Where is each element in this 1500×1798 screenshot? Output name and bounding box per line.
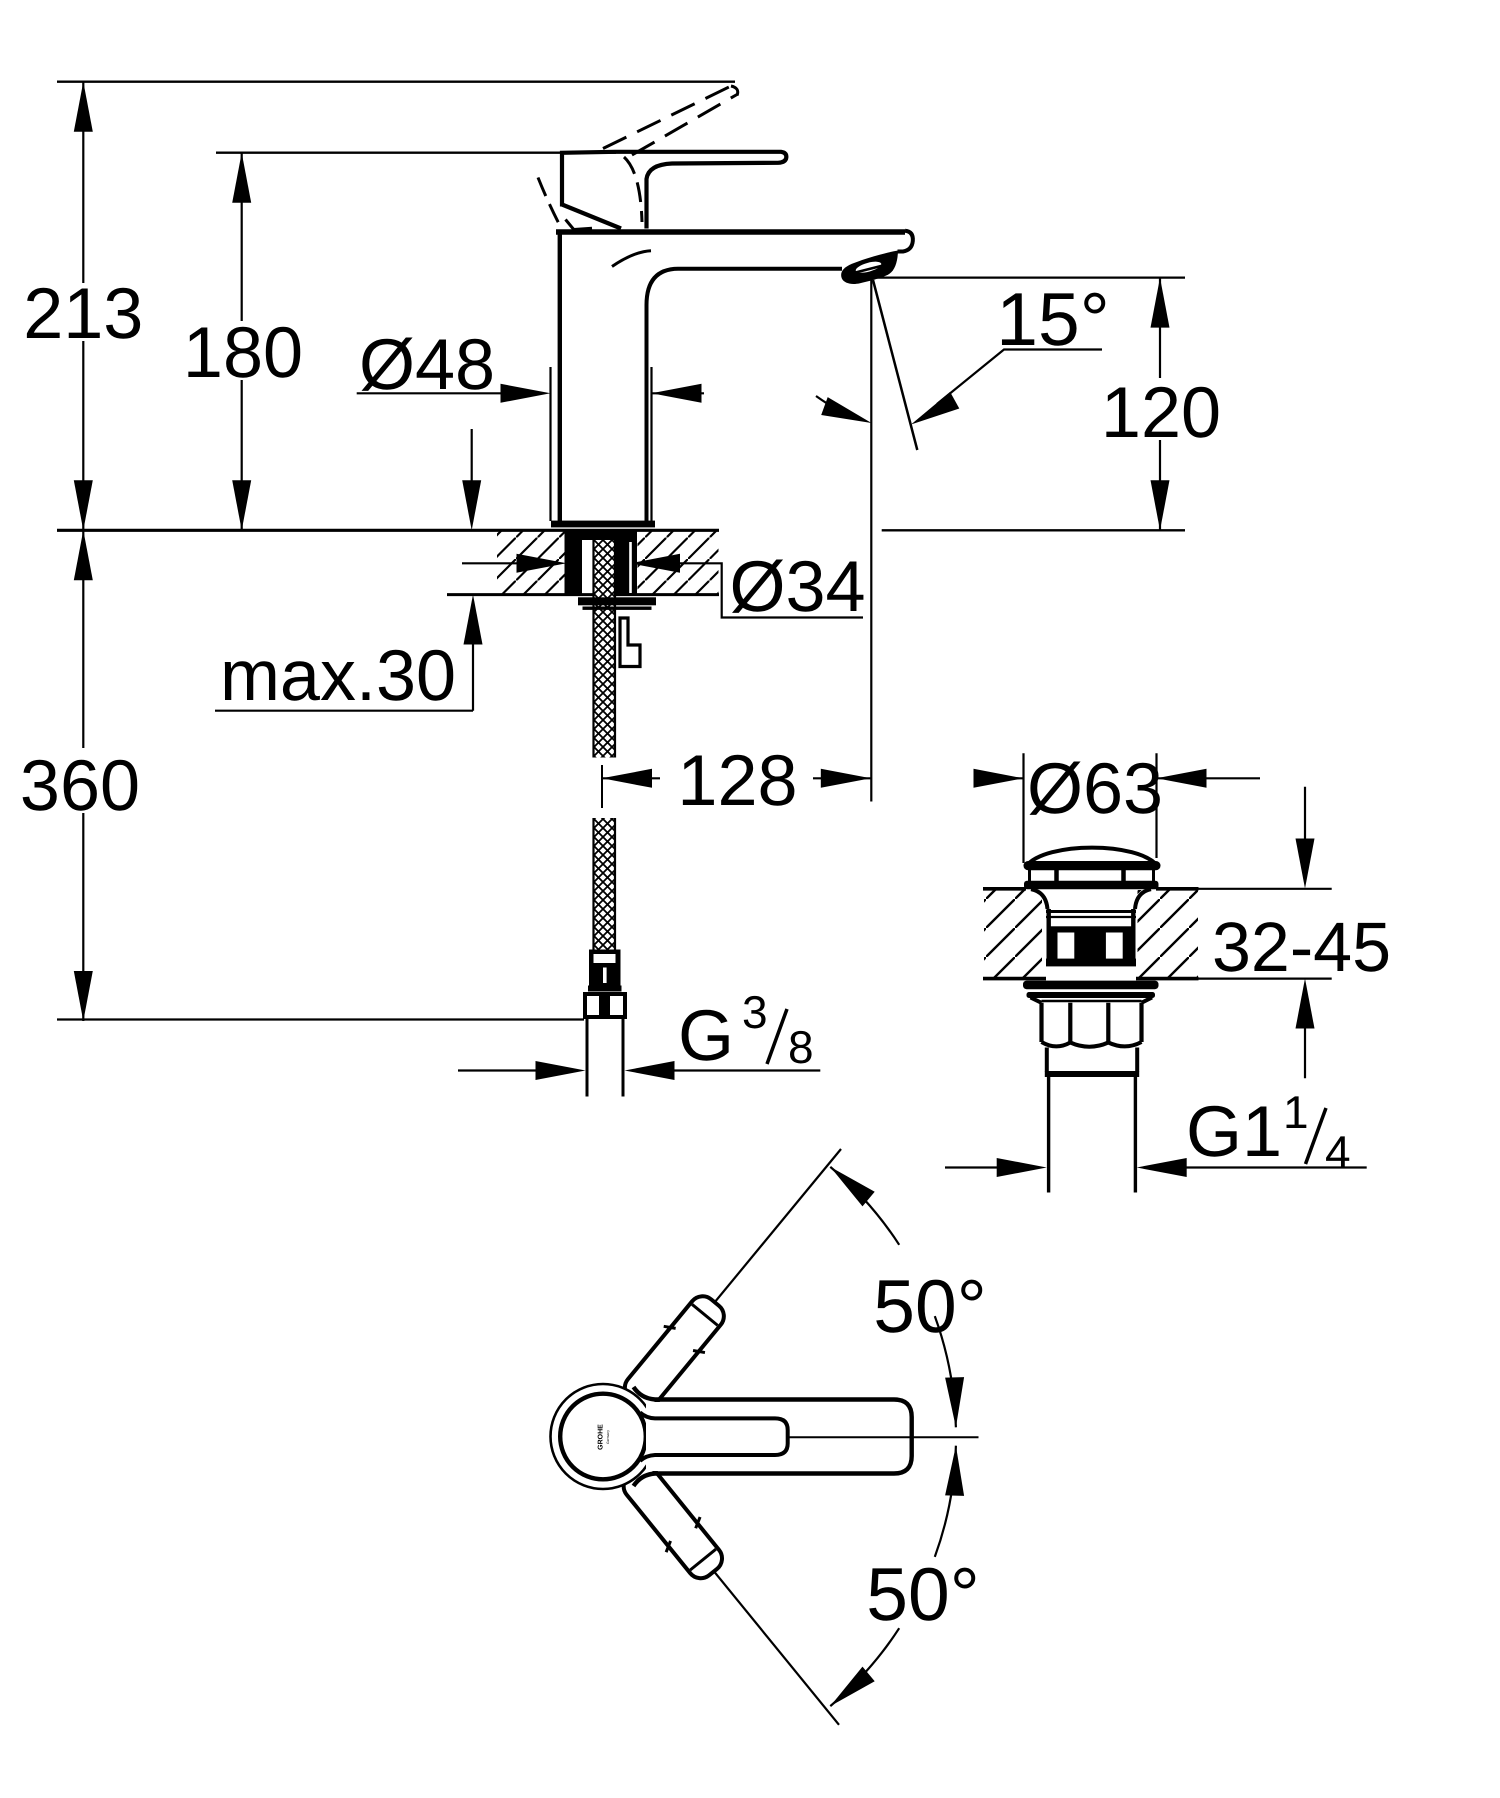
svg-text:8: 8 bbox=[788, 1021, 814, 1073]
svg-text:4: 4 bbox=[1325, 1126, 1351, 1178]
svg-text:G1: G1 bbox=[1186, 1092, 1282, 1172]
svg-text:120: 120 bbox=[1101, 373, 1221, 453]
svg-text:128: 128 bbox=[677, 741, 797, 821]
svg-text:Ø48: Ø48 bbox=[359, 325, 495, 405]
svg-text:3: 3 bbox=[742, 986, 768, 1038]
svg-text:Ø34: Ø34 bbox=[729, 547, 865, 627]
svg-text:max.30: max.30 bbox=[220, 636, 456, 716]
svg-text:Ø63: Ø63 bbox=[1027, 749, 1163, 829]
svg-text:50°: 50° bbox=[873, 1264, 986, 1348]
svg-text:213: 213 bbox=[23, 274, 143, 354]
svg-text:GROHE: GROHE bbox=[598, 1424, 605, 1450]
svg-text:50°: 50° bbox=[866, 1552, 979, 1636]
svg-text:G: G bbox=[678, 996, 734, 1076]
svg-text:1: 1 bbox=[1283, 1086, 1309, 1138]
svg-text:180: 180 bbox=[183, 313, 303, 393]
svg-text:360: 360 bbox=[20, 746, 140, 826]
svg-text:32-45: 32-45 bbox=[1212, 908, 1391, 986]
svg-text:Germany: Germany bbox=[606, 1430, 610, 1444]
svg-text:15°: 15° bbox=[996, 277, 1109, 361]
